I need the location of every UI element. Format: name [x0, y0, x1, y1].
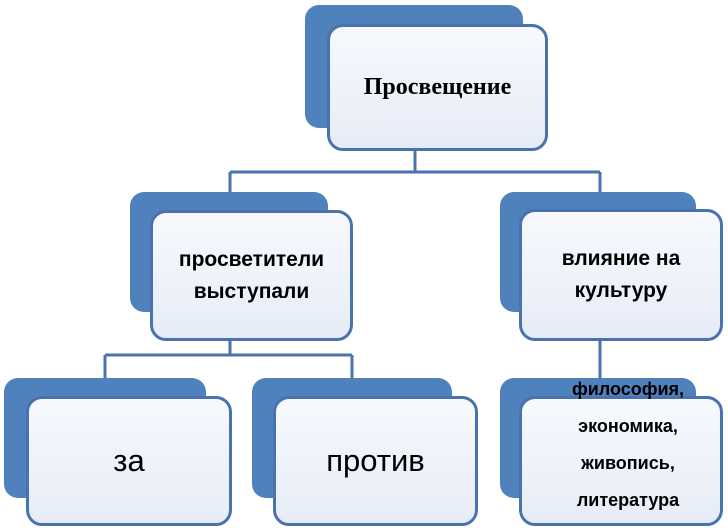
za-node-label: за: [113, 443, 145, 478]
culture-list-item: живопись,: [581, 453, 675, 473]
left-branch-label-line1: просветители: [178, 247, 325, 271]
culture-list-item: философия,: [571, 379, 685, 399]
right-branch-node: влияние на культуру: [519, 209, 723, 341]
culture-list-node: [519, 396, 723, 526]
left-branch-node: просветители выступали: [150, 210, 353, 341]
root-node-label: Просвещение: [363, 74, 512, 100]
left-branch-label-line2: выступали: [193, 279, 310, 303]
protiv-node: против: [273, 396, 478, 526]
za-node: за: [26, 396, 232, 526]
right-branch-label-line1: влияние на: [561, 247, 681, 270]
culture-list-item: экономика,: [578, 416, 678, 436]
root-node: Просвещение: [327, 24, 548, 151]
right-branch-label-line2: культуру: [574, 279, 668, 302]
culture-list: философия, экономика, живопись, литерату…: [548, 371, 708, 519]
culture-list-item: литература: [576, 490, 680, 510]
protiv-node-label: против: [326, 443, 425, 478]
